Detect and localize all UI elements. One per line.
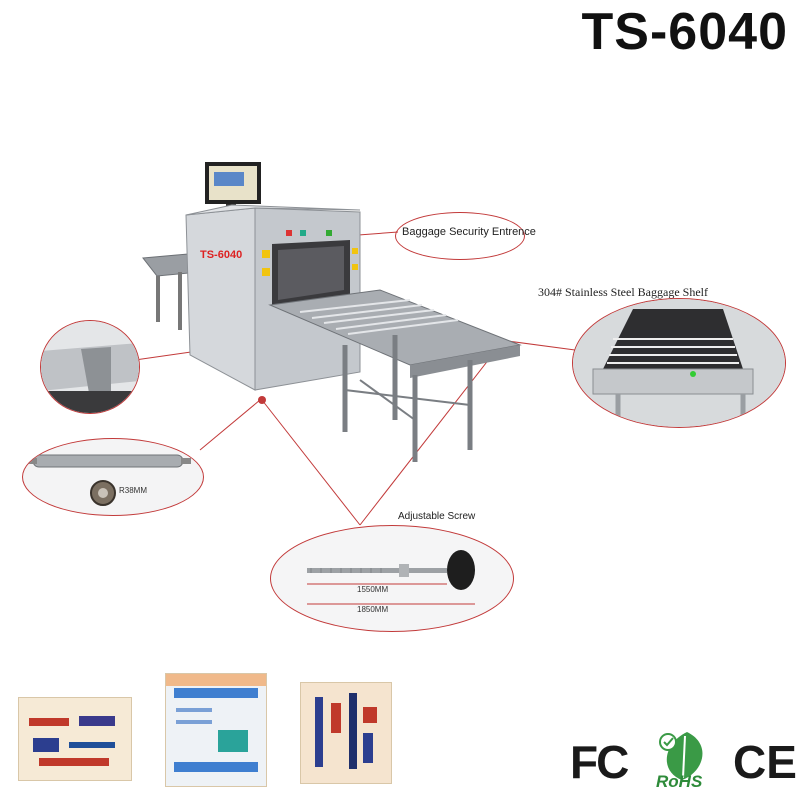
model-title: TS-6040 <box>581 3 788 61</box>
xray-sample-image-1 <box>18 697 132 781</box>
shelf-detail-oval <box>572 298 786 428</box>
fc-logo: FC <box>570 736 629 788</box>
screw-dim-long: 1850MM <box>357 605 389 614</box>
shelf-callout-label: 304# Stainless Steel Baggage Shelf <box>538 285 708 299</box>
entrance-callout-label: Baggage Security Entrence <box>402 226 536 238</box>
ce-logo: CE <box>733 736 797 788</box>
entrance-callout-oval <box>395 212 525 260</box>
xray-sample-image-2 <box>165 673 267 787</box>
leaf-icon <box>659 732 703 780</box>
corner-detail-oval <box>40 320 140 414</box>
screw-dim-short: 1550MM <box>357 585 389 594</box>
rohs-logo: RoHS <box>652 728 722 792</box>
screw-detail-oval: 1550MM 1850MM <box>270 525 514 632</box>
rohs-label: RoHS <box>656 772 703 791</box>
screw-callout-label: Adjustable Screw <box>398 511 476 522</box>
xray-sample-image-3 <box>300 682 392 784</box>
roller-detail-oval: R38MM <box>22 438 204 516</box>
side-model-label: TS-6040 <box>200 249 242 261</box>
roller-dim-label: R38MM <box>119 486 148 495</box>
